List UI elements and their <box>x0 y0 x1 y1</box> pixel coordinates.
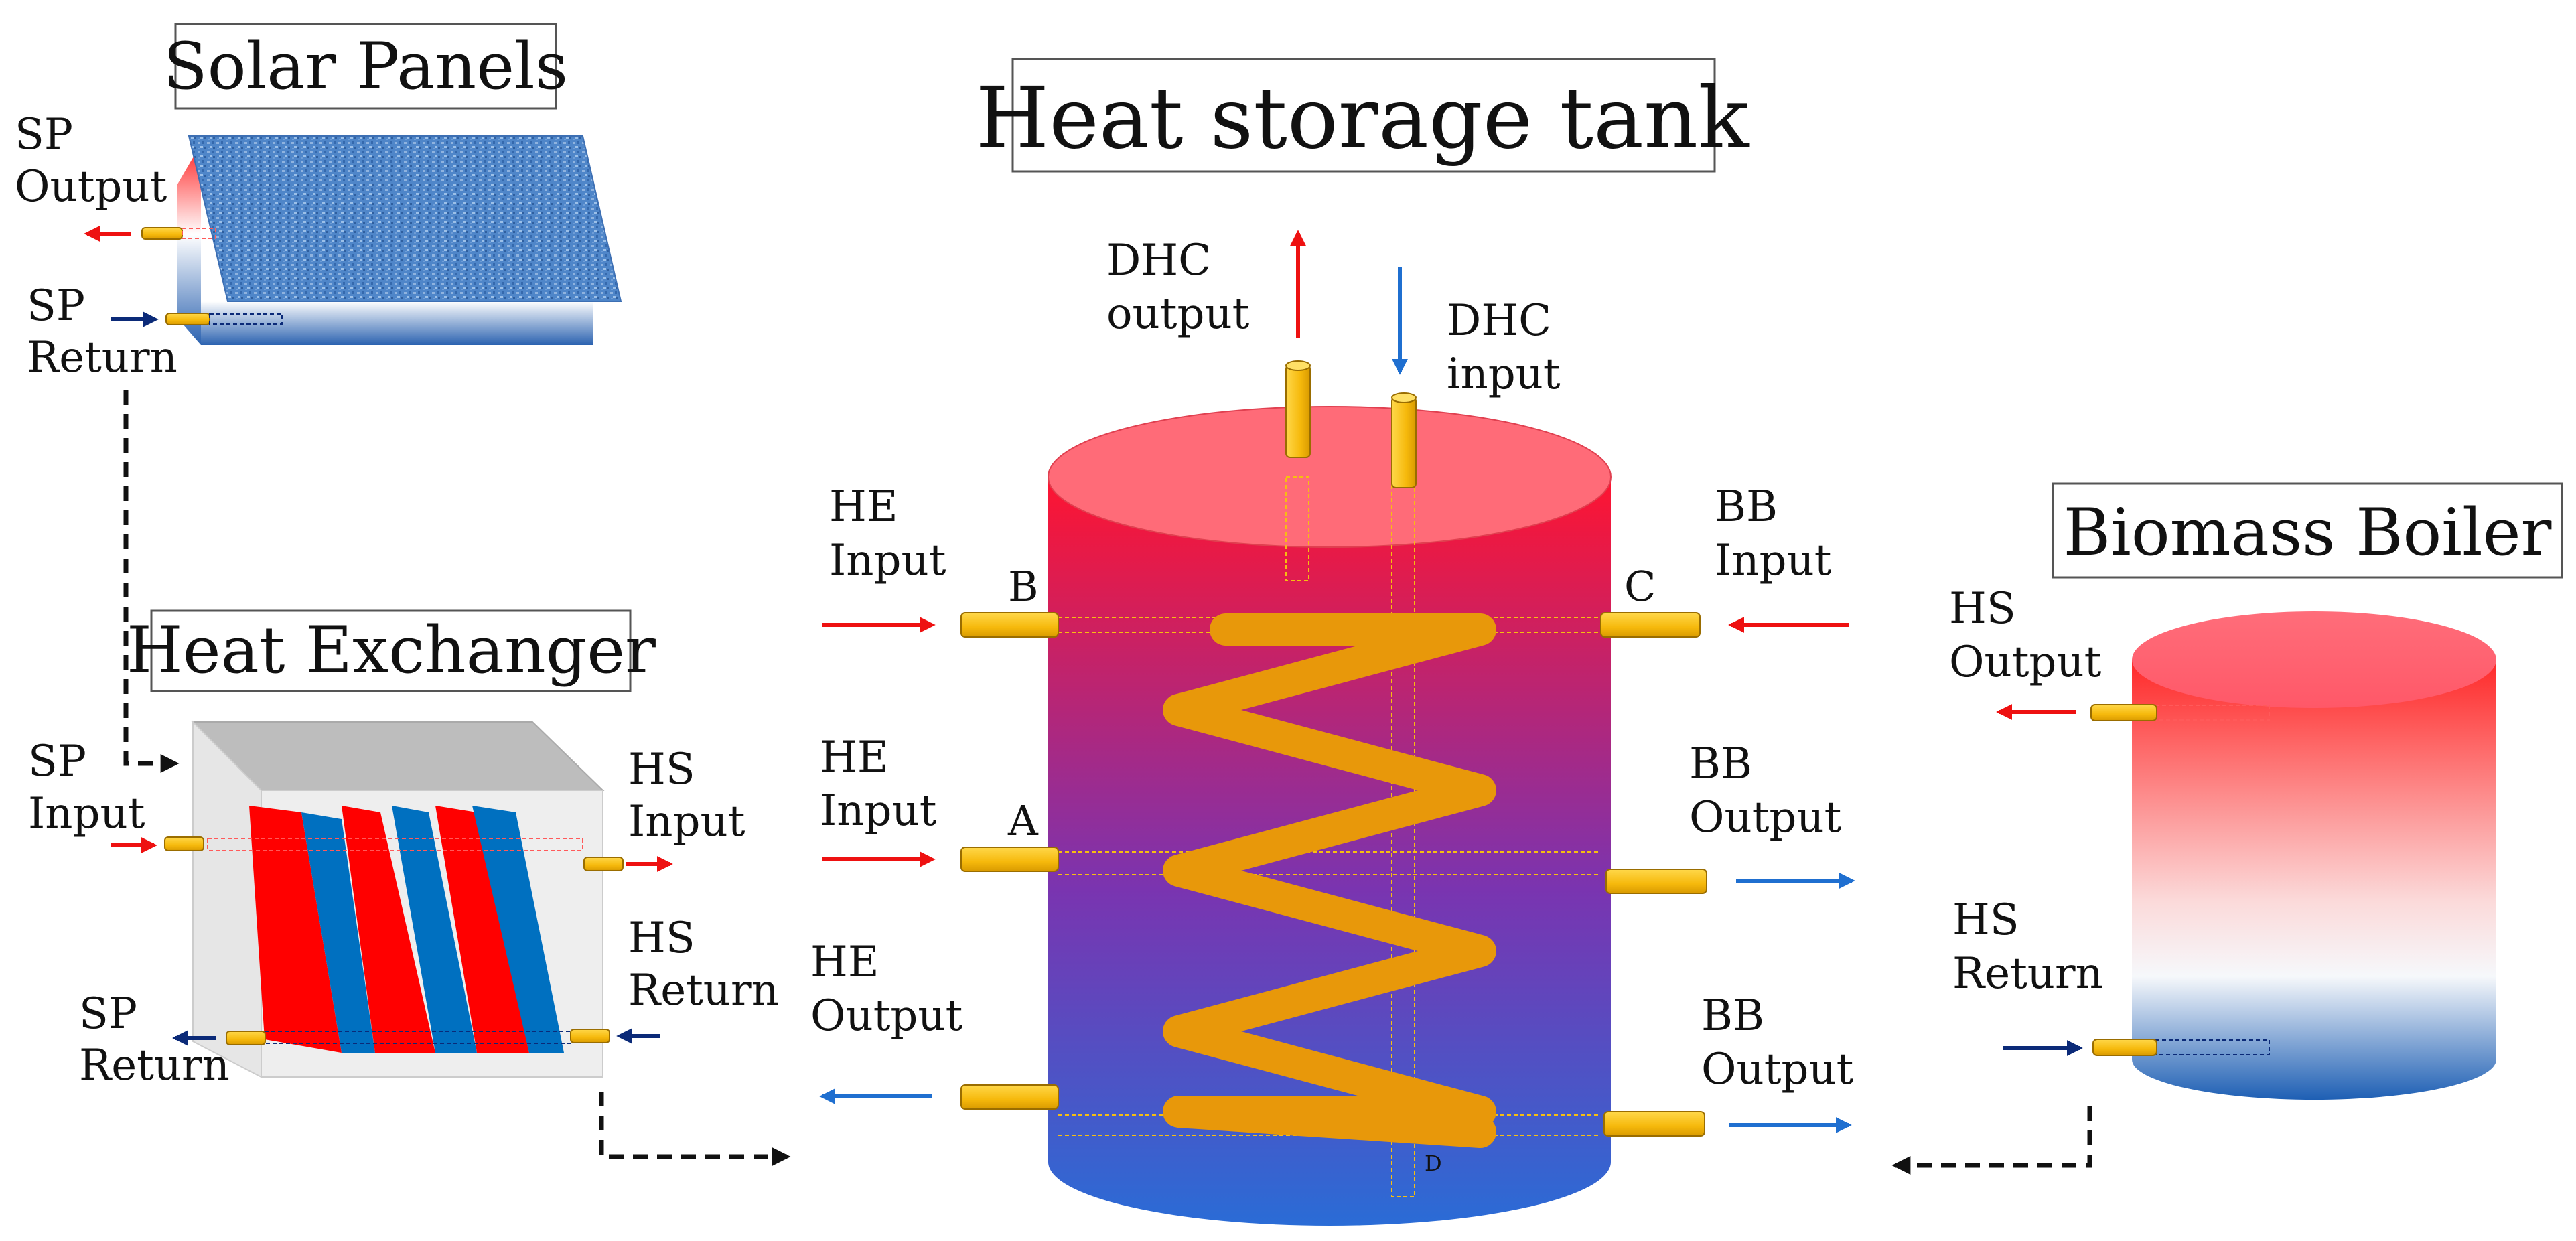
he-sp-input-pipe <box>164 836 204 851</box>
boiler-hs-output-label-1: HS <box>1949 584 2016 634</box>
biomass-boiler-group: Biomass Boiler HS Output HS Return <box>1949 482 2563 1100</box>
bb-output-bottom-label-1: BB <box>1701 991 1764 1041</box>
heating-coil <box>1163 613 1496 1148</box>
solar-panels-group: Solar Panels SP Output SP Return <box>15 23 622 382</box>
he-output-label-1: HE <box>810 938 879 987</box>
tank-dhc-input-internal <box>1391 476 1415 1197</box>
heat-exchanger-title-box <box>150 609 632 692</box>
he-box-top <box>191 721 605 791</box>
sp-output-pipe <box>141 227 183 240</box>
he-top-pipe-guide <box>207 838 583 851</box>
solar-panels-title-box <box>174 23 557 110</box>
sp-output-label-2: Output <box>15 162 167 212</box>
boiler-body <box>2132 660 2496 1100</box>
dhc-input-label-1: DHC <box>1447 296 1551 346</box>
tank-pipe-b <box>960 612 1059 638</box>
sp-output-label-1: SP <box>15 110 73 159</box>
solar-panel-surface <box>188 135 622 302</box>
boiler-hs-return-label-2: Return <box>1952 949 2103 999</box>
tank-pipe-a <box>960 847 1059 872</box>
boiler-hs-output-pipe <box>2090 704 2157 721</box>
he-plate-blue-3 <box>472 806 564 1053</box>
solar-panel-left-side <box>177 144 201 345</box>
heat-exchanger-group: Heat Exchanger SP Input HS Input HS Retu… <box>28 609 779 1090</box>
bb-output-mid-label-1: BB <box>1689 739 1752 789</box>
he-output-label-2: Output <box>810 991 963 1041</box>
tank-title-box <box>1011 58 1716 173</box>
dhc-input-pipe-cap <box>1391 392 1417 403</box>
dhc-output-label-2: output <box>1106 289 1250 339</box>
solar-panel-bottom <box>201 301 593 345</box>
tank-pipe-bb-output-mid <box>1605 869 1707 894</box>
he-plate-red-1 <box>249 806 342 1053</box>
he-hs-return-pipe <box>570 1029 610 1043</box>
he-to-tank-link <box>599 1092 791 1166</box>
he-input-top-label-1: HE <box>829 482 898 532</box>
tank-top <box>1048 406 1612 548</box>
he-input-mid-label-1: HE <box>820 733 889 782</box>
he-hs-return-label-2: Return <box>628 966 779 1015</box>
heat-storage-tank-group: Heat storage tank <box>810 58 1855 1226</box>
boiler-top <box>2132 611 2496 708</box>
tank-title: Heat storage tank <box>975 69 1750 167</box>
boiler-hs-return-pipe <box>2092 1039 2157 1056</box>
heat-exchanger-title: Heat Exchanger <box>127 613 656 688</box>
dhc-input-label-2: input <box>1447 350 1561 399</box>
he-sp-input-label-1: SP <box>28 737 86 786</box>
bb-input-label-2: Input <box>1715 536 1832 585</box>
port-label-d: D <box>1425 1151 1442 1176</box>
he-sp-return-label-2: Return <box>79 1041 230 1090</box>
sp-to-he-link <box>123 390 180 773</box>
he-sp-return-label-1: SP <box>79 989 137 1039</box>
dhc-input-pipe <box>1391 396 1417 488</box>
he-plate-red-2 <box>342 806 435 1053</box>
dhc-output-pipe <box>1285 364 1311 458</box>
tank-pipe-he-output <box>960 1084 1059 1110</box>
boiler-hs-return-label-1: HS <box>1952 895 2019 945</box>
bb-output-bottom-label-2: Output <box>1701 1045 1854 1094</box>
he-input-mid-label-2: Input <box>820 786 937 836</box>
dhc-output-pipe-cap <box>1285 360 1311 371</box>
he-input-top-label-2: Input <box>829 536 946 585</box>
he-plate-blue-1 <box>301 812 375 1053</box>
dhc-output-label-1: DHC <box>1106 236 1211 285</box>
port-label-c: C <box>1624 562 1656 611</box>
he-hs-input-label-1: HS <box>628 745 695 794</box>
biomass-boiler-title-box <box>2052 482 2563 579</box>
sp-return-pipe-inner <box>209 313 283 325</box>
boiler-hs-output-label-2: Output <box>1949 638 2102 687</box>
tank-pipe-bb-output-bottom <box>1603 1111 1705 1137</box>
he-plate-red-3 <box>435 806 529 1053</box>
he-hs-input-pipe <box>583 857 624 871</box>
sp-return-top-label-1: SP <box>27 281 85 331</box>
tank-dhc-output-internal <box>1285 476 1309 581</box>
biomass-boiler-title: Biomass Boiler <box>2064 495 2552 570</box>
he-sp-return-pipe <box>226 1031 266 1045</box>
he-hs-input-label-2: Input <box>628 797 745 847</box>
he-sp-input-label-2: Input <box>28 789 145 838</box>
he-hs-return-label-1: HS <box>628 914 695 963</box>
bb-input-label-1: BB <box>1715 482 1778 532</box>
port-label-b: B <box>1008 562 1039 611</box>
bb-output-mid-label-2: Output <box>1689 793 1842 843</box>
solar-panels-title: Solar Panels <box>163 29 568 104</box>
he-plate-blue-2 <box>392 806 477 1053</box>
sp-return-pipe <box>165 313 210 325</box>
he-bottom-pipe-guide <box>264 1031 573 1044</box>
port-label-a: A <box>1007 796 1039 845</box>
tank-pipe-c <box>1600 612 1701 638</box>
sp-output-pipe-inner <box>182 228 216 239</box>
sp-return-top-label-2: Return <box>27 333 177 382</box>
boiler-to-tank-link <box>1891 1106 2092 1175</box>
